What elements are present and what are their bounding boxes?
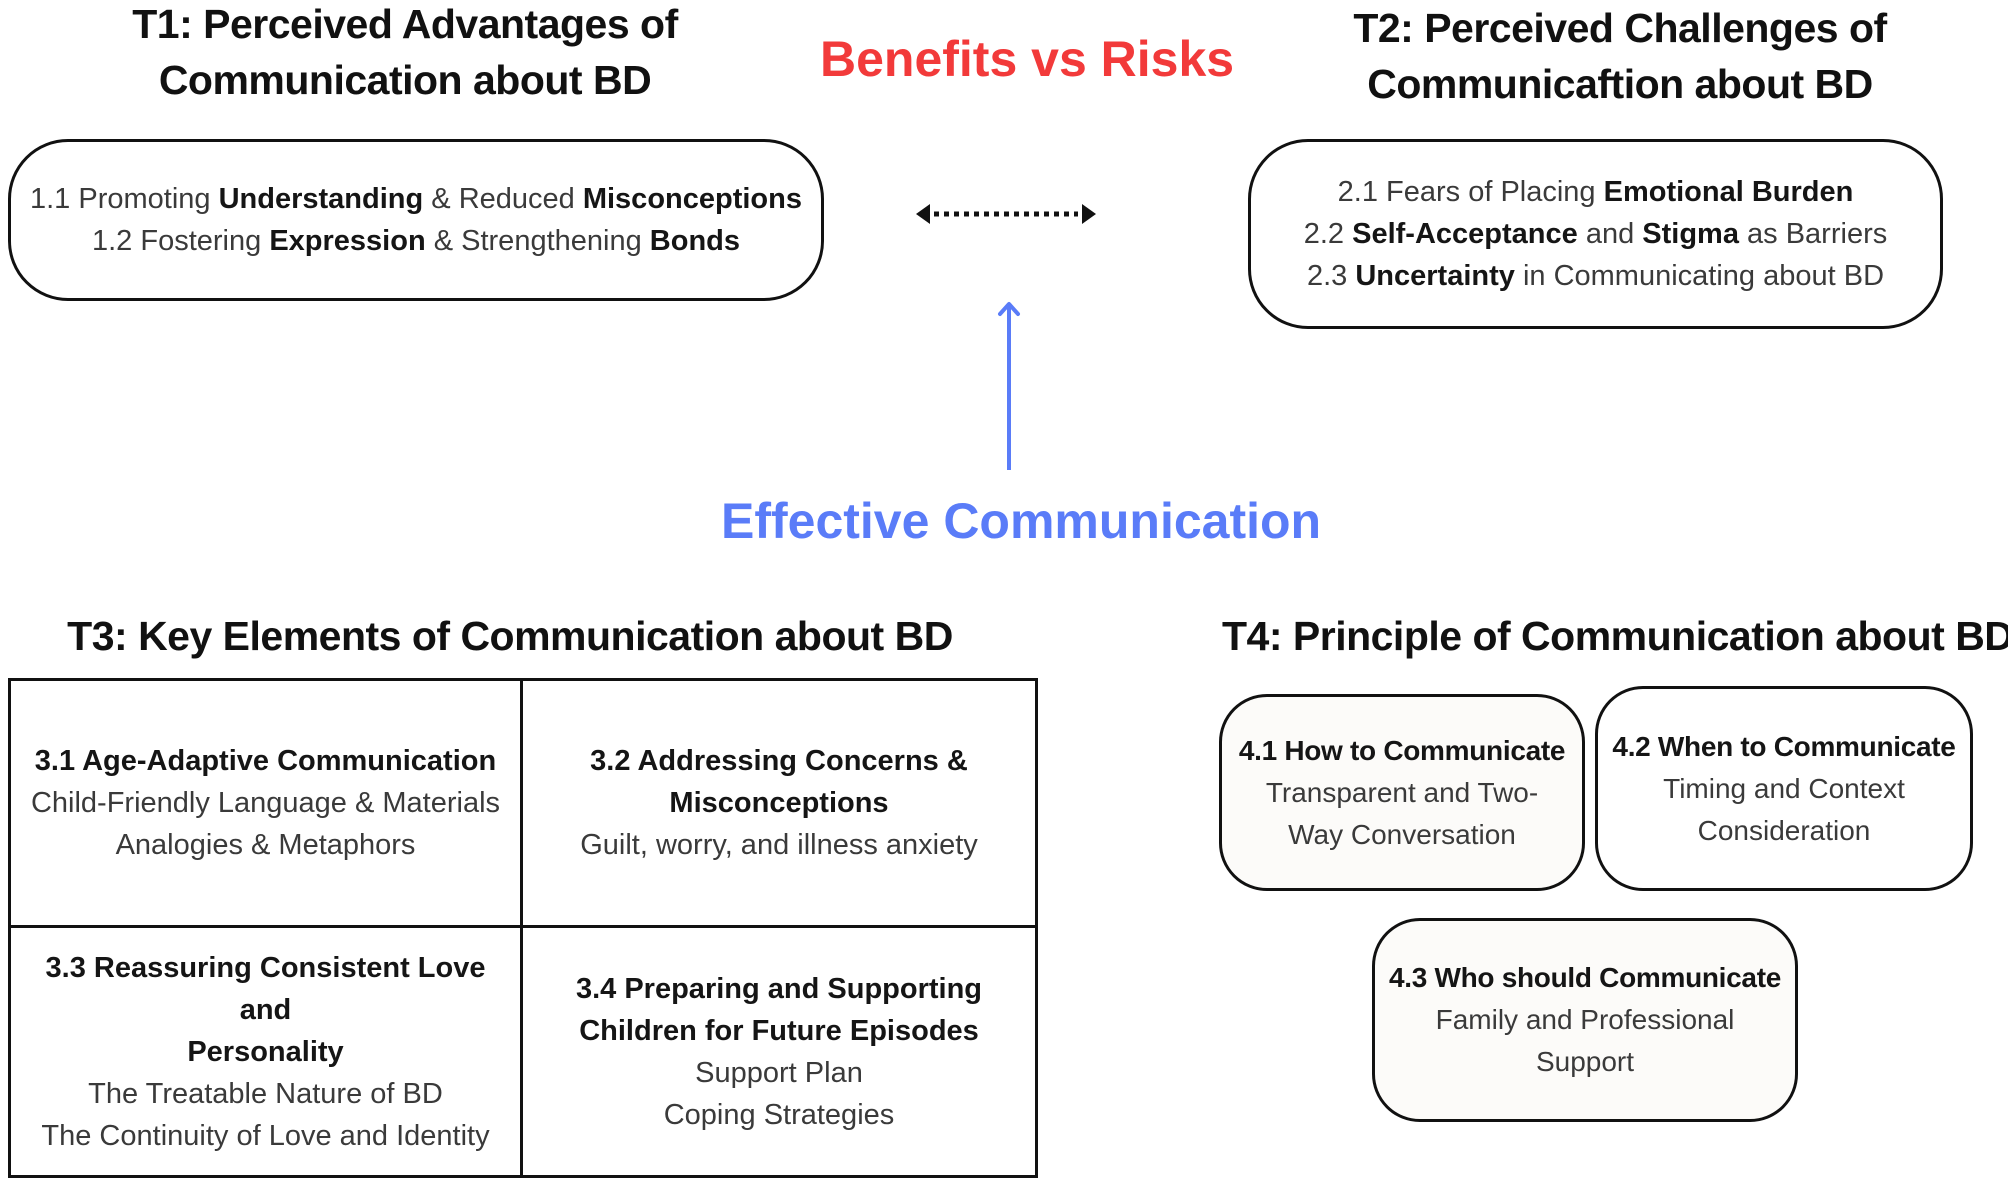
emphasized-text: Self-Acceptance xyxy=(1352,218,1578,250)
cell-subitem: The Continuity of Love and Identity xyxy=(41,1119,490,1152)
emphasized-text: Emotional Burden xyxy=(1603,176,1854,208)
t2-title-line: Communicaftion about BD xyxy=(1367,61,1873,107)
emphasized-text: Expression xyxy=(269,225,426,257)
cell-heading: Children for Future Episodes xyxy=(579,1014,979,1047)
t2-title-line: T2: Perceived Challenges of xyxy=(1353,5,1887,51)
emphasized-text: Misconceptions xyxy=(582,183,802,215)
t1-title-line: T1: Perceived Advantages of xyxy=(132,1,678,47)
t2-challenges-box: 2.1 Fears of Placing Emotional Burden 2.… xyxy=(1248,139,1943,329)
cell-subitem: Support Plan xyxy=(695,1056,863,1089)
text-segment: in Communicating about BD xyxy=(1514,260,1885,292)
t1-item: 1.2 Fostering Expression & Strengthening… xyxy=(92,220,740,262)
cell-heading: 3.1 Age-Adaptive Communication xyxy=(34,745,497,777)
emphasized-text: Understanding xyxy=(218,183,424,215)
cell-heading: Misconceptions xyxy=(669,787,889,819)
box-heading: 4.3 Who should Communicate xyxy=(1388,962,1781,993)
benefits-vs-risks-label: Benefits vs Risks xyxy=(820,31,1235,87)
arrow-head xyxy=(998,302,1020,316)
emphasized-text: Uncertainty xyxy=(1355,260,1515,292)
arrowhead-left xyxy=(916,204,930,224)
emphasized-text: Stigma xyxy=(1642,218,1739,250)
text-segment: 1.2 Fostering xyxy=(92,225,270,257)
t2-title: T2: Perceived Challenges of Communicafti… xyxy=(1290,0,1950,112)
text-segment: 2.1 Fears of Placing xyxy=(1337,176,1604,208)
cell-subitem: Analogies & Metaphors xyxy=(115,829,416,861)
box-subitem: Support xyxy=(1535,1046,1635,1077)
cell-heading: Personality xyxy=(187,1035,344,1068)
cell-heading: 3.2 Addressing Concerns & xyxy=(590,745,968,777)
text-segment: and xyxy=(1577,218,1643,250)
arrowhead-right xyxy=(1082,204,1096,224)
box-subitem: Transparent and Two- xyxy=(1265,776,1539,808)
effective-communication-label: Effective Communication xyxy=(721,493,1322,549)
box-heading: 4.1 How to Communicate xyxy=(1238,734,1566,766)
text-segment: & Strengthening xyxy=(425,225,650,257)
t2-item: 2.3 Uncertainty in Communicating about B… xyxy=(1307,255,1884,297)
t1-title: T1: Perceived Advantages of Communicatio… xyxy=(80,0,730,108)
cell-subitem: Child-Friendly Language & Materials xyxy=(30,787,501,819)
text-segment: 2.2 xyxy=(1303,218,1353,250)
bidirectional-dotted-arrow-icon xyxy=(916,204,1096,224)
cell-heading: 3.3 Reassuring Consistent Love and xyxy=(45,951,486,1026)
box-subitem: Timing and Context xyxy=(1663,772,1905,804)
box-subitem: Family and Professional xyxy=(1435,1004,1735,1035)
text-segment: 2.3 xyxy=(1306,260,1356,292)
text-segment: & Reduced xyxy=(423,183,583,215)
box-heading: 4.2 When to Communicate xyxy=(1612,730,1956,762)
t1-title-line: Communication about BD xyxy=(158,57,652,103)
t4-title: T4: Principle of Communication about BD xyxy=(1222,613,2008,659)
box-subitem: Consideration xyxy=(1697,814,1871,846)
box-subitem: Way Conversation xyxy=(1288,818,1516,850)
blue-up-arrow-icon xyxy=(998,302,1020,470)
text-segment: as Barriers xyxy=(1738,218,1888,250)
text-segment: 1.1 Promoting xyxy=(30,183,219,215)
t2-item: 2.2 Self-Acceptance and Stigma as Barrie… xyxy=(1304,213,1887,255)
cell-subitem: Coping Strategies xyxy=(663,1098,895,1131)
cell-subitem: Guilt, worry, and illness anxiety xyxy=(580,829,978,861)
t1-advantages-box: 1.1 Promoting Understanding & Reduced Mi… xyxy=(8,139,824,301)
t3-title: T3: Key Elements of Communication about … xyxy=(67,613,953,659)
emphasized-text: Bonds xyxy=(649,225,740,257)
t2-item: 2.1 Fears of Placing Emotional Burden xyxy=(1338,171,1854,213)
cell-heading: 3.4 Preparing and Supporting xyxy=(575,972,983,1005)
t1-item: 1.1 Promoting Understanding & Reduced Mi… xyxy=(30,178,802,220)
cell-subitem: The Treatable Nature of BD xyxy=(88,1077,443,1110)
